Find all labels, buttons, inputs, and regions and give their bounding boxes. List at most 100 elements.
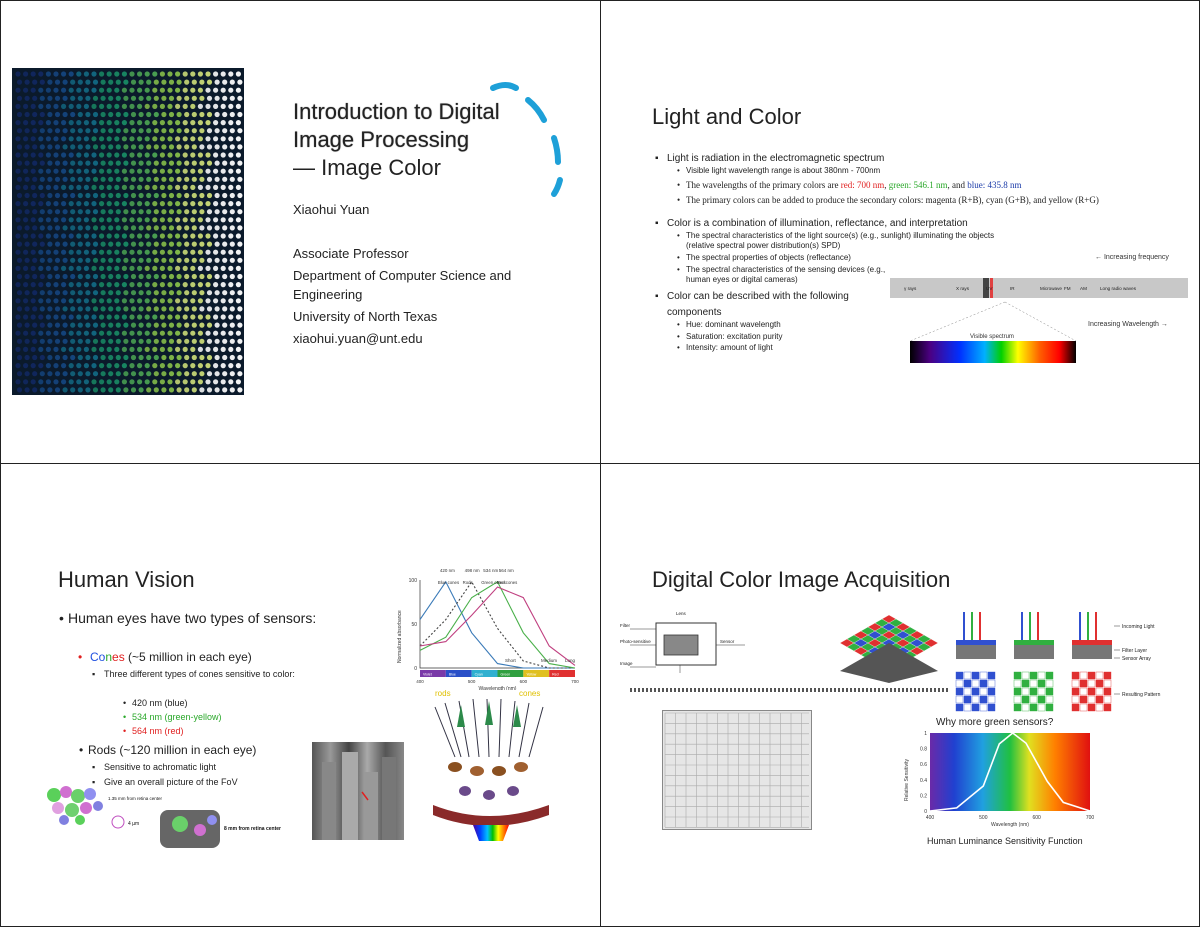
led-dot bbox=[237, 144, 243, 150]
led-dot bbox=[205, 71, 211, 77]
led-dot bbox=[38, 363, 44, 369]
led-dot bbox=[62, 79, 68, 85]
led-dot bbox=[47, 160, 53, 166]
absorb-series-line bbox=[419, 580, 575, 669]
pattern-cell bbox=[1103, 703, 1112, 712]
led-dot bbox=[61, 71, 67, 77]
led-dot bbox=[182, 363, 188, 369]
led-dot bbox=[152, 249, 158, 255]
led-dot bbox=[92, 176, 99, 182]
led-dot bbox=[182, 184, 188, 190]
spec-band-label: AM bbox=[1080, 286, 1087, 291]
pattern-cell bbox=[1013, 687, 1022, 696]
led-dot bbox=[184, 241, 190, 247]
led-dot bbox=[182, 168, 188, 174]
led-dot bbox=[38, 330, 44, 336]
led-dot bbox=[205, 233, 211, 239]
led-dot bbox=[220, 201, 226, 207]
led-dot bbox=[190, 249, 196, 255]
led-dot bbox=[76, 249, 82, 255]
led-dot bbox=[100, 387, 106, 393]
led-dot bbox=[61, 152, 67, 158]
led-dot bbox=[176, 338, 182, 344]
led-dot bbox=[129, 363, 135, 369]
led-dot bbox=[205, 168, 211, 174]
led-dot bbox=[115, 79, 121, 85]
led-dot bbox=[237, 241, 243, 247]
led-dot bbox=[144, 152, 150, 158]
pattern-cell bbox=[955, 671, 964, 680]
led-dot bbox=[235, 379, 241, 385]
led-dot bbox=[137, 330, 143, 336]
led-dot bbox=[222, 354, 228, 361]
led-dot bbox=[138, 273, 144, 280]
led-dot bbox=[114, 298, 120, 304]
author-info: Associate Professor Department of Comput… bbox=[293, 244, 563, 351]
led-dot bbox=[53, 346, 59, 352]
led-dot bbox=[54, 79, 61, 85]
luminance-xtick: 400 bbox=[926, 815, 935, 821]
led-dot bbox=[68, 217, 74, 223]
primary-sep1: , bbox=[884, 180, 889, 190]
led-dot bbox=[123, 338, 129, 344]
led-dot bbox=[32, 144, 38, 150]
pattern-cell bbox=[1029, 695, 1038, 704]
led-dot bbox=[100, 371, 106, 377]
pattern-cell bbox=[1021, 695, 1030, 704]
led-dot bbox=[144, 346, 150, 352]
led-dot bbox=[220, 136, 226, 142]
led-dot bbox=[206, 338, 213, 344]
led-dot bbox=[199, 306, 205, 312]
cones-word-2: n bbox=[105, 650, 113, 664]
led-dot bbox=[199, 176, 205, 182]
led-dot bbox=[83, 217, 89, 223]
led-dot bbox=[45, 314, 52, 320]
pattern-cell bbox=[1095, 695, 1104, 704]
led-dot bbox=[45, 217, 52, 223]
led-dot bbox=[123, 111, 129, 118]
led-dot bbox=[23, 330, 29, 336]
author-email[interactable]: xiaohui.yuan@unt.edu bbox=[293, 331, 423, 346]
primary-pre: The wavelengths of the primary colors ar… bbox=[686, 180, 841, 190]
led-dot bbox=[115, 354, 121, 361]
led-dot bbox=[199, 273, 205, 280]
led-dot bbox=[159, 103, 165, 109]
bullet-intensity: Intensity: amount of light bbox=[677, 343, 886, 353]
led-dot bbox=[77, 225, 83, 231]
led-dot bbox=[62, 371, 68, 377]
led-dot bbox=[70, 79, 76, 85]
led-dot bbox=[70, 111, 76, 118]
led-dot bbox=[106, 184, 112, 190]
visible-spectrum-bar bbox=[910, 341, 1076, 363]
led-dot bbox=[206, 241, 213, 247]
led-dot bbox=[220, 120, 226, 126]
led-dot bbox=[206, 128, 213, 134]
led-dot bbox=[61, 363, 67, 369]
led-dot bbox=[129, 346, 135, 352]
led-dot bbox=[137, 120, 143, 126]
led-dot bbox=[167, 136, 173, 142]
led-dot bbox=[24, 225, 30, 231]
led-dot bbox=[54, 306, 61, 312]
led-dot bbox=[152, 233, 158, 239]
led-dot bbox=[32, 354, 38, 361]
led-dot bbox=[91, 168, 97, 174]
led-dot bbox=[159, 314, 165, 320]
led-dot bbox=[30, 136, 36, 142]
luminance-ytick: 0.6 bbox=[920, 762, 927, 768]
pattern-cell bbox=[955, 695, 964, 704]
led-dot bbox=[38, 298, 44, 304]
led-dot bbox=[129, 152, 135, 158]
led-dot bbox=[175, 363, 181, 369]
led-dot bbox=[197, 201, 203, 207]
led-dot bbox=[167, 379, 173, 385]
led-dot bbox=[121, 103, 127, 109]
led-dot bbox=[152, 330, 158, 336]
led-dot bbox=[237, 225, 243, 231]
led-dot bbox=[168, 273, 175, 280]
led-dot bbox=[108, 387, 114, 393]
led-dot bbox=[38, 282, 44, 288]
led-dot bbox=[206, 322, 213, 328]
led-dot bbox=[129, 282, 135, 288]
led-dot bbox=[159, 379, 165, 385]
